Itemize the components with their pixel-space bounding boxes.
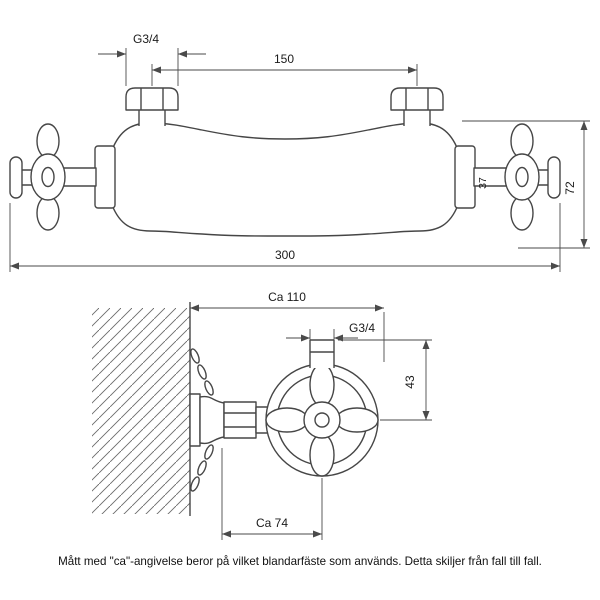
handle-boss-hole — [41, 166, 55, 188]
escutcheon — [199, 395, 225, 445]
right-collar — [454, 145, 476, 209]
dimension-label-300: 300 — [275, 248, 295, 262]
handle-boss — [30, 153, 66, 201]
cross-arm-top — [309, 363, 335, 407]
dimension-300: 300 — [9, 203, 561, 272]
valve-face — [265, 363, 379, 477]
chain-link — [204, 380, 214, 396]
front-view: G3/4 150 300 72 37 — [9, 32, 590, 272]
chain-link — [197, 364, 207, 380]
hex-nut — [125, 87, 179, 111]
dimension-ca74: Ca 74 — [221, 448, 323, 540]
left-collar — [94, 145, 116, 209]
cross-arm-right — [335, 407, 379, 433]
dimension-thread-side: G3/4 — [286, 321, 375, 343]
dimension-label-72: 72 — [563, 181, 577, 195]
dimension-label-ca74: Ca 74 — [256, 516, 288, 530]
handle-arm-top — [36, 123, 60, 159]
chain-link — [190, 476, 200, 492]
dimension-ca110: Ca 110 — [190, 290, 385, 362]
handle-arm-top — [510, 123, 534, 159]
cross-arm-bottom — [309, 433, 335, 477]
chain-link — [197, 460, 207, 476]
right-handle — [473, 123, 561, 231]
dimension-thread-front: G3/4 — [98, 32, 206, 86]
handle-hub — [303, 401, 341, 439]
handle-end-cap — [9, 156, 23, 199]
wall-flange — [189, 393, 201, 447]
wall-mount — [189, 393, 275, 447]
dimension-label-ca110: Ca 110 — [268, 290, 306, 304]
handle-boss — [504, 153, 540, 201]
left-handle — [9, 123, 97, 231]
mixer-body — [111, 122, 459, 237]
connector-neck — [139, 108, 165, 126]
handle-arm-bottom — [510, 195, 534, 231]
wall-hatching — [92, 308, 190, 514]
dimension-label-thread-side: G3/4 — [349, 321, 375, 335]
chain-lower — [190, 444, 214, 492]
handle-hub-center — [314, 412, 330, 428]
left-connector — [125, 87, 179, 126]
cross-arm-left — [265, 407, 309, 433]
handle-boss-hole — [515, 166, 529, 188]
connector-neck — [404, 108, 430, 126]
chain-link — [190, 348, 200, 364]
hex-nut — [390, 87, 444, 111]
right-connector — [390, 87, 444, 126]
dimension-label-150: 150 — [274, 52, 294, 66]
dimension-label-37: 37 — [477, 177, 489, 189]
handle-arm-bottom — [36, 195, 60, 231]
handle-end-cap — [547, 156, 561, 199]
mount-nut — [223, 401, 257, 439]
dimension-label-thread: G3/4 — [133, 32, 159, 46]
dimension-43: 43 — [338, 339, 432, 421]
side-view: Ca 110 G3/4 43 Ca 74 — [92, 290, 432, 540]
chain-link — [204, 444, 214, 460]
dimension-150: 150 — [151, 52, 418, 86]
chain-upper — [190, 348, 214, 396]
outlet-pipe — [309, 339, 335, 368]
dimension-label-43: 43 — [403, 375, 417, 389]
footer-note: Mått med "ca"-angivelse beror på vilket … — [58, 555, 542, 568]
pipe-fill — [310, 340, 334, 368]
dimension-72: 72 — [462, 120, 590, 249]
